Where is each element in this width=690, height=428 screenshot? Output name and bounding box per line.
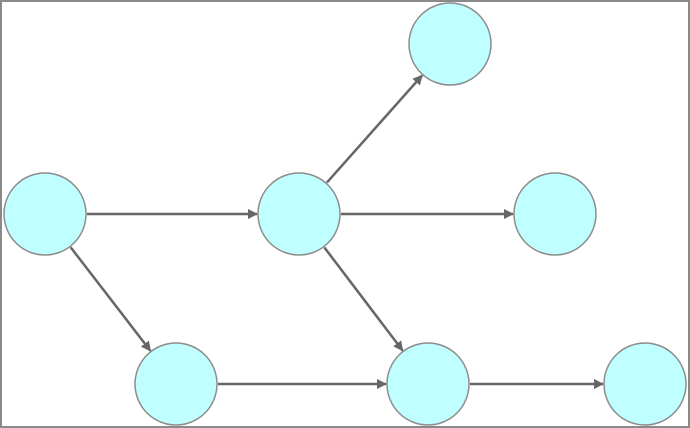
node-n7 (603, 342, 687, 426)
edge-n1-n5 (69, 246, 152, 352)
node-n5 (134, 342, 218, 426)
node-n6 (386, 342, 470, 426)
node-n2 (257, 172, 341, 256)
node-n1 (3, 172, 87, 256)
edge-n2-n3 (325, 74, 424, 184)
nodes-layer (3, 2, 687, 426)
edge-n2-n6 (323, 246, 404, 352)
node-n3 (408, 2, 492, 86)
edges-layer (69, 74, 604, 389)
node-n4 (513, 172, 597, 256)
